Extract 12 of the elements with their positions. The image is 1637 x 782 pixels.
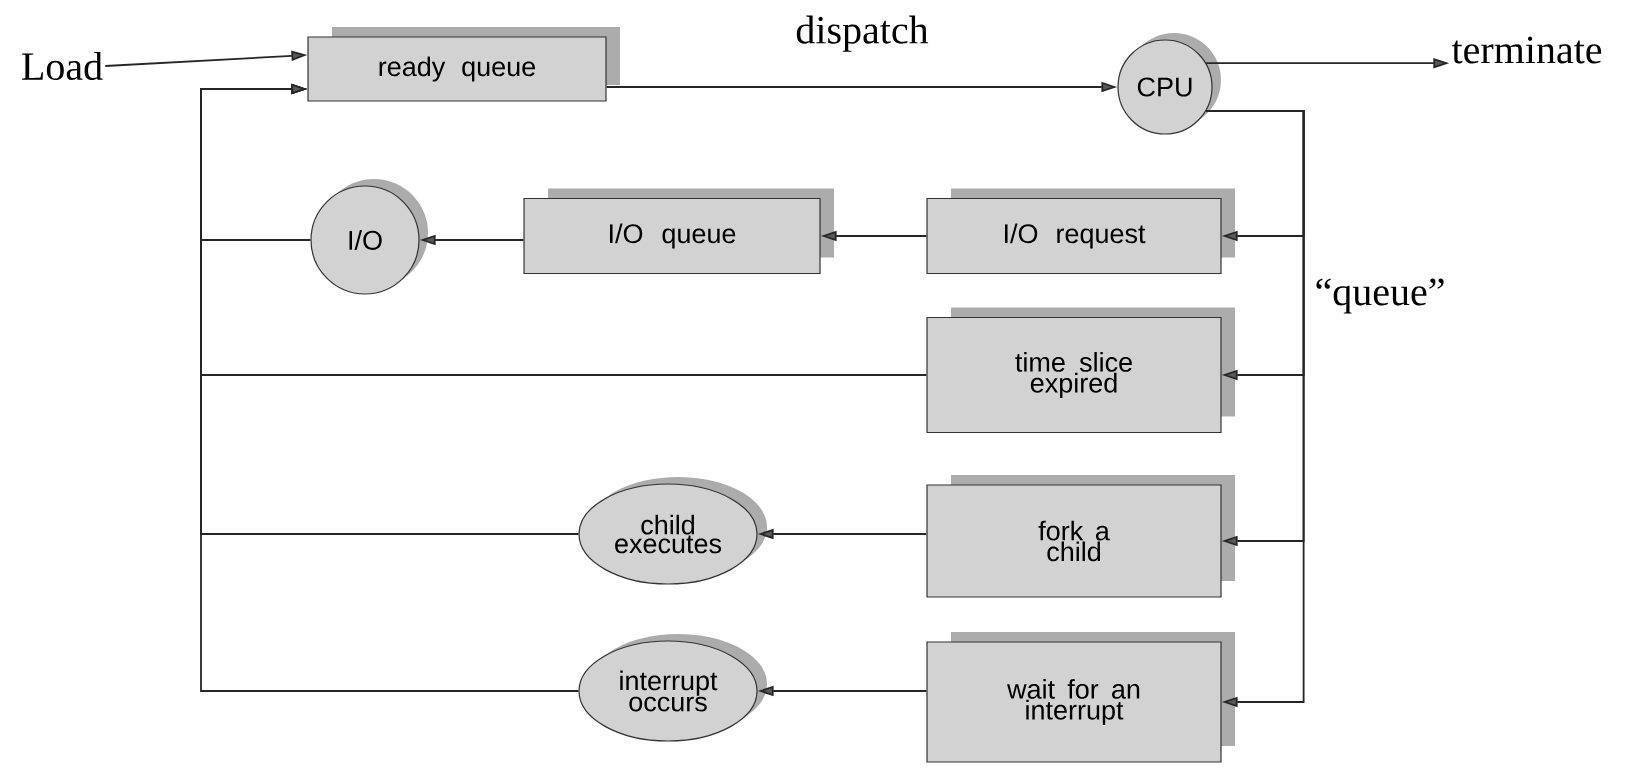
terminal-label: Load [22, 51, 103, 81]
arrow [1205, 109, 1305, 708]
process-box: wait for an interrupt [926, 632, 1235, 763]
note-label: “queue” [1316, 278, 1444, 314]
process-box: time slice expired [926, 307, 1235, 434]
arrow [200, 83, 580, 692]
terminal-label: terminate [1451, 36, 1602, 64]
process-box: I/O queue [523, 188, 834, 275]
edge-label: dispatch [793, 13, 931, 54]
process-box: ready queue [307, 27, 620, 102]
process-box: fork a child [926, 475, 1235, 598]
process-box: I/O request [926, 188, 1235, 275]
